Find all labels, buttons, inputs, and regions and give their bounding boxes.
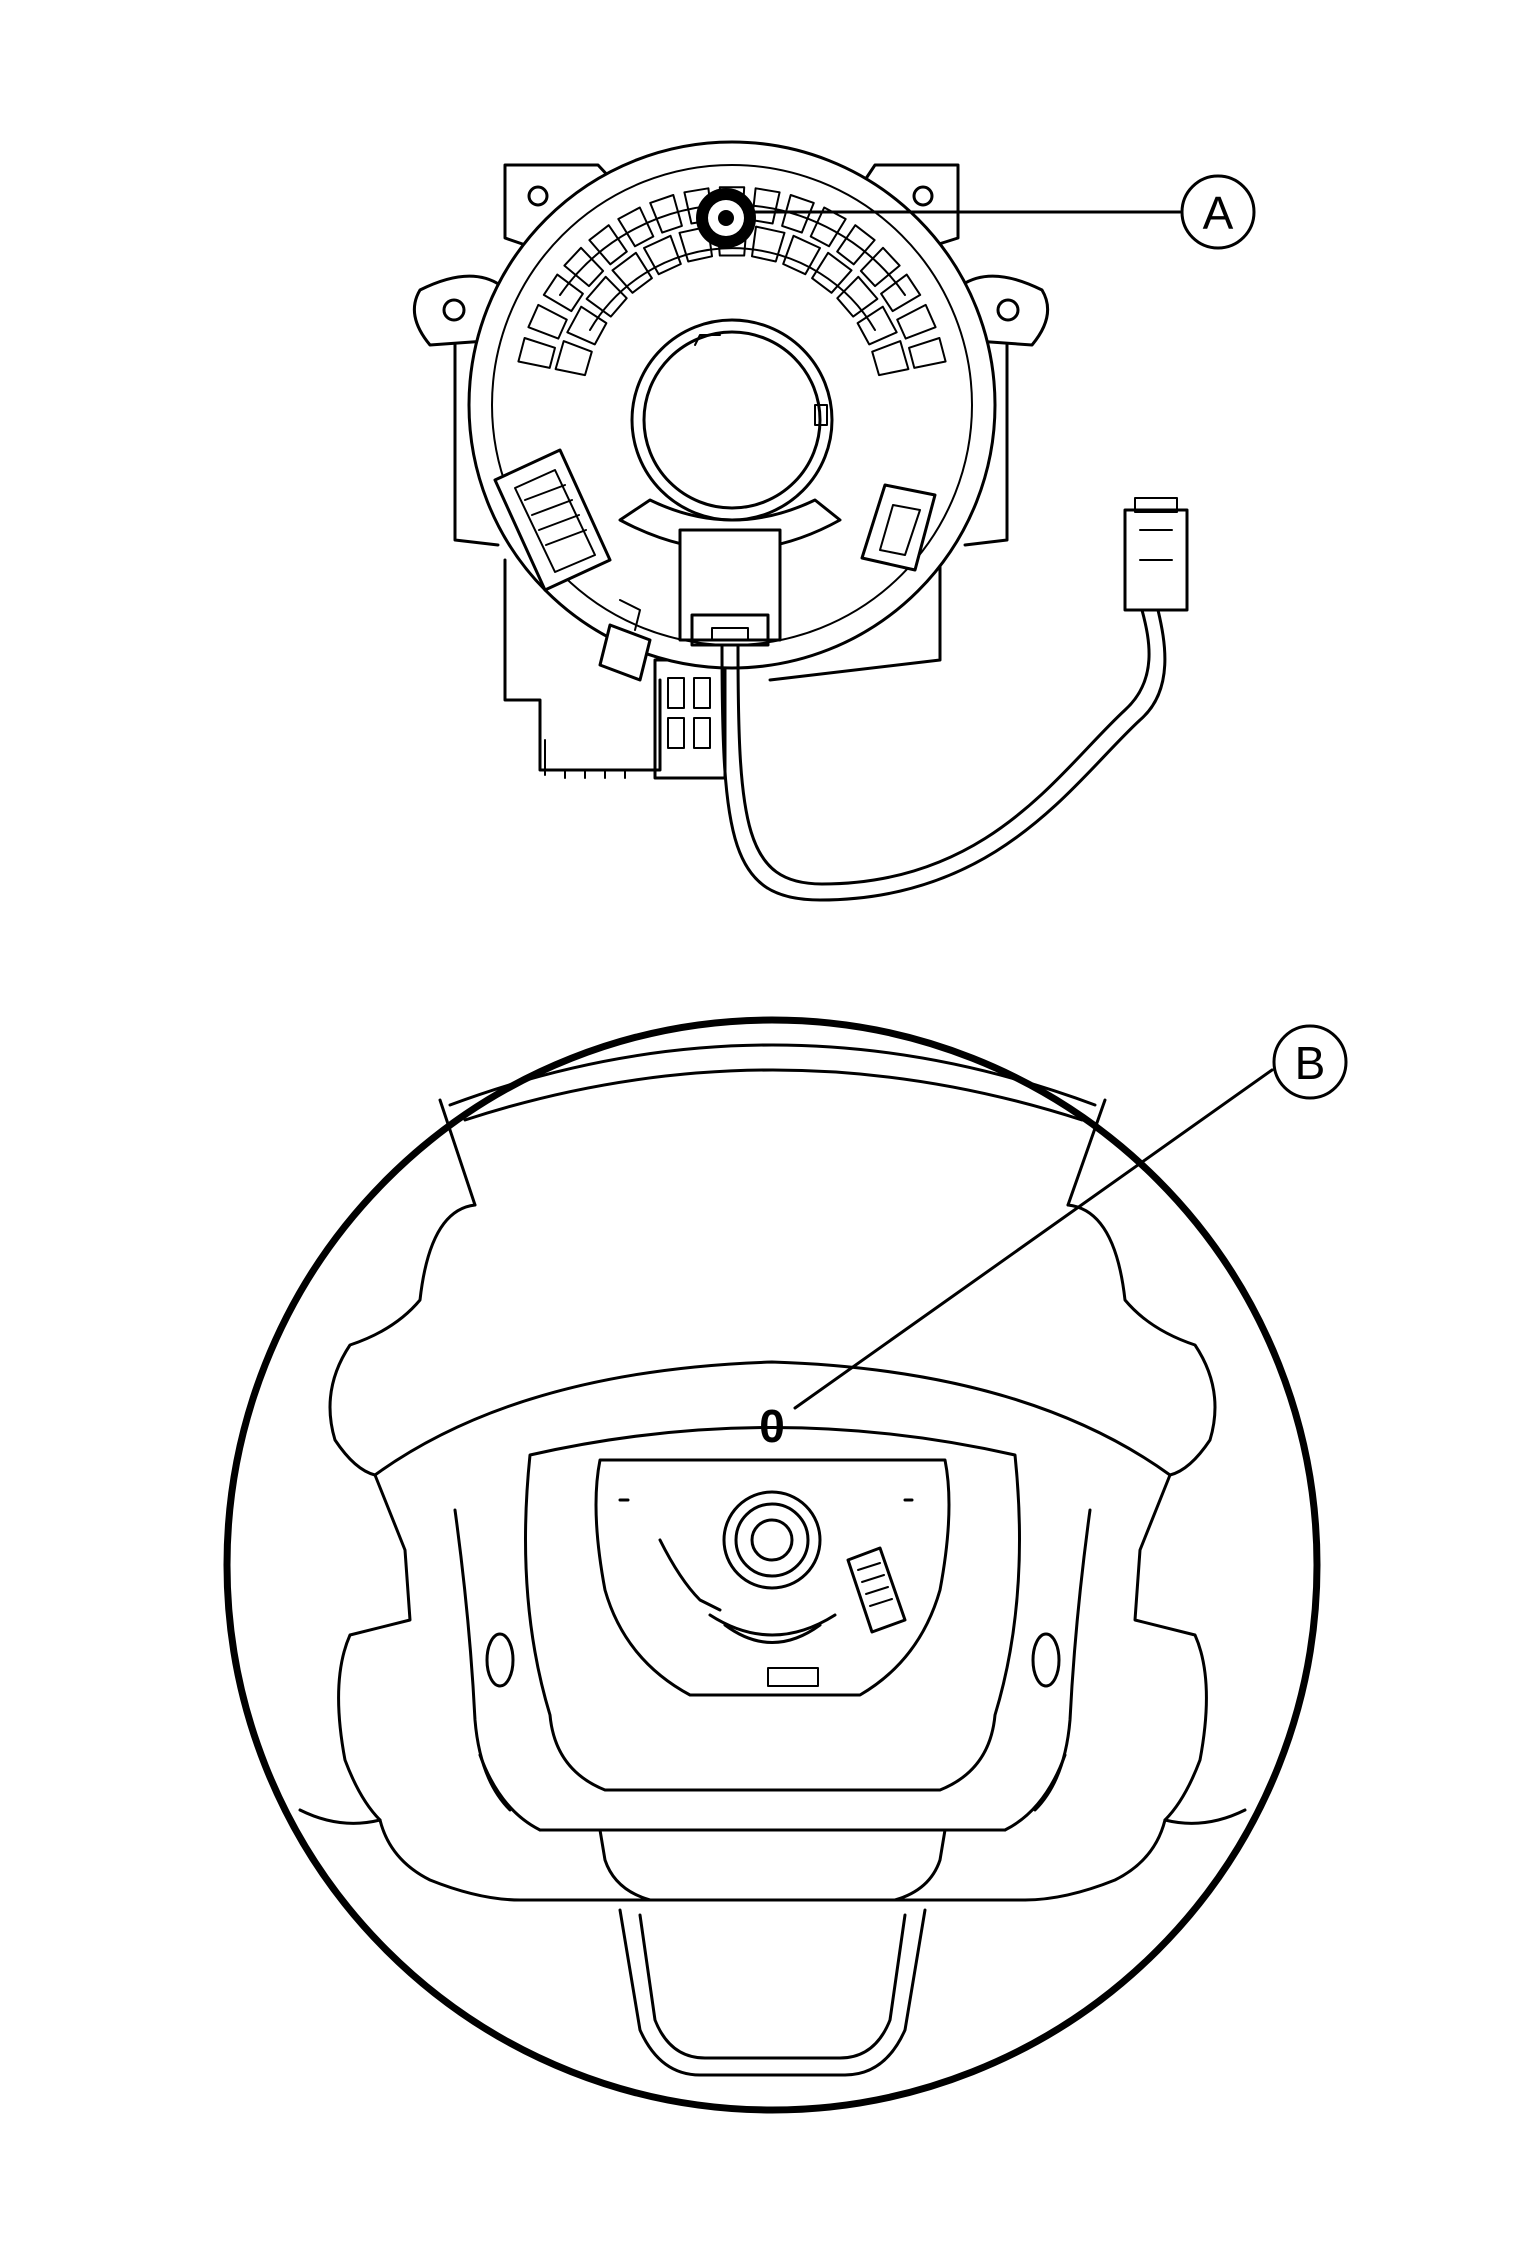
ring-segment xyxy=(809,206,847,248)
callout-a: A xyxy=(1180,174,1256,250)
airbag-opening xyxy=(524,1426,1021,1792)
wheel-rim xyxy=(223,1016,1321,2114)
steering-wheel: 0 xyxy=(223,1016,1321,2114)
ring-segment xyxy=(781,194,815,234)
left-connector xyxy=(493,448,612,592)
small-connector xyxy=(598,599,652,682)
ring-segment xyxy=(585,275,628,318)
ring-segment xyxy=(896,303,937,340)
ring-segment xyxy=(836,275,879,318)
ring-segment xyxy=(811,251,853,294)
callout-b: B xyxy=(1272,1024,1348,1100)
ring-segment xyxy=(588,224,628,266)
ring-segment xyxy=(563,246,605,288)
ring-segment xyxy=(617,206,655,248)
ring-segment xyxy=(782,234,821,276)
ring-segment xyxy=(566,305,608,346)
ring-segment xyxy=(542,273,584,313)
ring-segment xyxy=(527,303,568,340)
ring-segment xyxy=(611,251,653,294)
ring-segment xyxy=(649,194,683,234)
neutral-mark-b: 0 xyxy=(759,1400,785,1452)
ring-segment xyxy=(859,246,901,288)
center-hub xyxy=(630,318,834,522)
ring-segment xyxy=(751,225,786,263)
center-connector xyxy=(678,528,782,647)
ring-segment xyxy=(880,273,922,313)
ring-segment xyxy=(836,224,876,266)
neutral-mark-a xyxy=(696,188,756,248)
callout-a-label: A xyxy=(1203,187,1234,239)
segment-ring xyxy=(517,186,947,377)
harness-connector xyxy=(1123,497,1189,612)
steering-column-nut xyxy=(722,1490,822,1590)
spiral-cable-assembly xyxy=(412,140,1189,902)
ring-segment xyxy=(554,340,593,377)
ring-segment xyxy=(871,340,910,377)
ring-segment xyxy=(517,337,556,369)
ring-segment xyxy=(643,234,682,276)
ring-segment xyxy=(856,305,898,346)
ring-segment xyxy=(908,337,947,369)
right-connector xyxy=(860,483,937,572)
callout-b-label: B xyxy=(1295,1037,1326,1089)
hub-connector xyxy=(846,1546,907,1634)
wire-harness xyxy=(720,608,1167,902)
